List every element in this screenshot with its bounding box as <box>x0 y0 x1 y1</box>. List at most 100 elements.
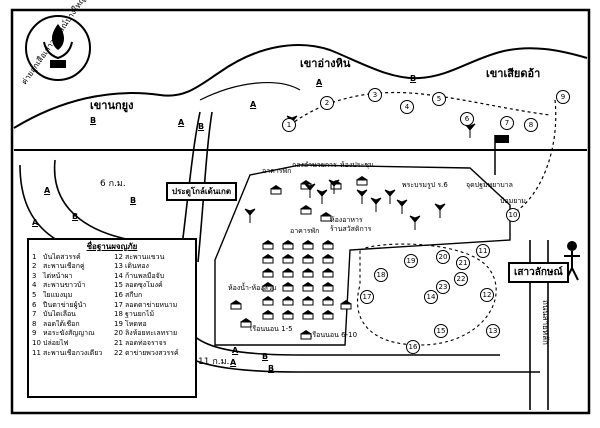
building-icon <box>262 296 274 306</box>
conference-label: กองอำนวยการ <box>292 161 337 169</box>
road-left-inner <box>53 159 166 245</box>
lodge-c-label: อาคารพัก <box>290 227 320 235</box>
building-icon <box>282 240 294 250</box>
station-number-marker: 17 <box>360 290 374 304</box>
lodge-b-label: ห้องน้ำ-ห้องส้วม <box>228 284 277 292</box>
legend-item-number: 10 <box>32 338 41 347</box>
building-icon <box>356 176 368 186</box>
legend-item-number: 12 <box>114 252 123 261</box>
road-marker: B <box>198 122 205 131</box>
legend-item-number: 20 <box>114 329 123 338</box>
mountain-label-1: เขานกยูง <box>90 99 134 112</box>
lodge-a-label: อาคารพัก <box>262 167 292 175</box>
legend-item-label: ก้านพลมือจับ <box>125 271 165 280</box>
road-marker: A <box>232 346 239 355</box>
camp-boundary <box>214 164 511 346</box>
legend-item-label: หอระฆังสัญญาณ <box>43 329 95 338</box>
road-bottom-inner <box>179 299 500 356</box>
legend-item-label: ใยแมงมุม <box>43 290 73 299</box>
station-number-marker: 4 <box>400 100 414 114</box>
building-icon <box>340 300 352 310</box>
legend-item-label: ลิงห้อยทะเลทราย <box>125 329 178 338</box>
building-icon <box>302 310 314 320</box>
legend-item-label: โหดทอ <box>125 319 147 328</box>
building-icon <box>320 212 332 222</box>
gate-label: ประตูโกล์เด้นเกต <box>166 182 238 201</box>
dining-label: ห้องอาหาร <box>330 216 363 224</box>
legend-item-label: ลอดตาข่ายหนาม <box>125 300 178 309</box>
tree-icon <box>244 208 256 223</box>
road-gate-b <box>197 111 213 263</box>
legend-item-number: 4 <box>32 281 37 290</box>
building-icon <box>322 268 334 278</box>
station-loop <box>356 243 497 346</box>
building-icon <box>300 330 312 340</box>
tree-icon <box>409 215 421 230</box>
building-icon <box>302 254 314 264</box>
building-icon <box>322 282 334 292</box>
scout-emblem <box>25 15 91 81</box>
legend-item-label: สะพานเชือกคู่ <box>43 262 85 271</box>
tree-icon <box>316 189 328 204</box>
legend-item-label: บันไดเลื่อน <box>43 310 76 319</box>
building-icon <box>302 268 314 278</box>
building-icon <box>282 282 294 292</box>
building-icon <box>240 318 252 328</box>
station-number-marker: 8 <box>524 118 538 132</box>
building-icon <box>300 205 312 215</box>
station-number-marker: 1 <box>282 118 296 132</box>
building-icon <box>282 268 294 278</box>
flag-icon <box>494 135 509 175</box>
building-icon <box>282 310 294 320</box>
station-number-marker: 16 <box>406 340 420 354</box>
station-number-marker: 14 <box>424 290 438 304</box>
legend-item-label: ตาข่ายพวงสวรรค์ <box>125 348 179 357</box>
tree-icon <box>356 189 368 204</box>
station-number-marker: 22 <box>454 272 468 286</box>
tree-icon <box>384 189 396 204</box>
legend-item-label: สะพานแขวน <box>125 252 165 261</box>
legend-item-number: 19 <box>114 319 123 328</box>
road-side-label: ถนนสายหลัก <box>541 300 550 345</box>
tree-icon <box>304 183 316 198</box>
tree-icon <box>434 203 446 218</box>
mountain-label-2: เขาอ่างหิน <box>300 57 351 70</box>
station-number-marker: 12 <box>480 288 494 302</box>
road-marker: A <box>32 218 39 227</box>
distance-label-1: 6 ก.ม. <box>100 179 126 189</box>
building-icon <box>322 296 334 306</box>
building-icon <box>262 254 274 264</box>
building-icon <box>322 254 334 264</box>
building-icon <box>322 310 334 320</box>
building-icon <box>302 282 314 292</box>
legend-item-number: 7 <box>32 310 37 319</box>
legend-item-number: 6 <box>32 300 37 309</box>
legend-item-label: สะพานขาวบ้า <box>43 281 86 290</box>
mountain-ridge <box>13 44 588 129</box>
road-marker: B <box>130 196 137 205</box>
person-icon <box>564 241 580 281</box>
station-number-marker: 13 <box>486 324 500 338</box>
station-number-marker: 2 <box>320 96 334 110</box>
road-marker: A <box>250 100 257 109</box>
map-frame <box>10 8 591 415</box>
legend-title: ชื่อฐานผจญภัย <box>86 242 138 251</box>
legend-item-number: 5 <box>32 290 37 299</box>
station-number-marker: 18 <box>374 268 388 282</box>
office-label: ห้องประชุม <box>340 161 374 169</box>
station-number-marker: 7 <box>500 116 514 130</box>
tree-icon <box>464 123 476 138</box>
legend-item-number: 21 <box>114 338 123 347</box>
legend-item-number: 18 <box>114 310 123 319</box>
